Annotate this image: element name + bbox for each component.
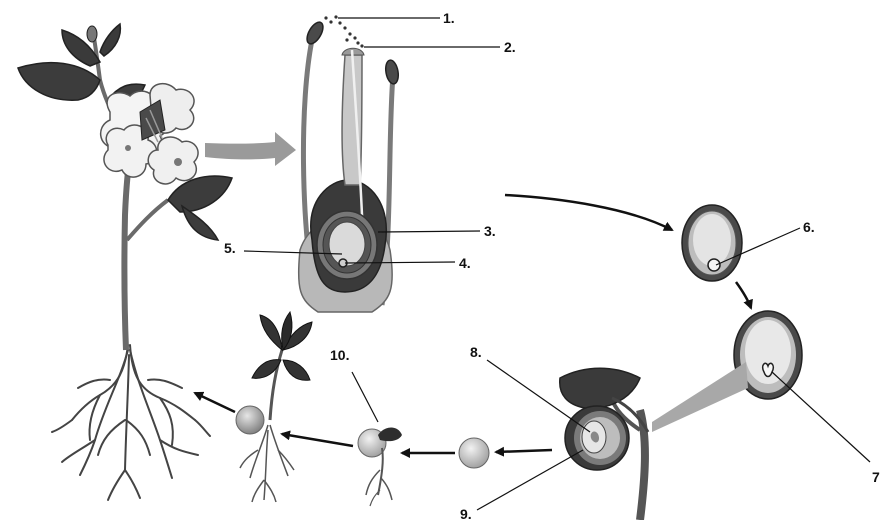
- leaf: [260, 315, 282, 350]
- embryo-sac: [329, 222, 365, 266]
- arrow-ovule-to-seed: [736, 282, 751, 308]
- leaf: [283, 360, 310, 380]
- anther-right: [384, 59, 400, 85]
- arrow-fruit-to-seed: [496, 450, 552, 452]
- label-8: 8.: [470, 344, 482, 360]
- label-3: 3.: [484, 223, 496, 239]
- label-5: 5.: [224, 240, 236, 256]
- arrow-flower-to-section: [205, 132, 296, 166]
- arrow-seedling-to-plant: [195, 393, 235, 412]
- zoom-wedge: [652, 362, 748, 432]
- label-10: 10.: [330, 347, 349, 363]
- flowers: [101, 84, 198, 184]
- fertilized-ovule: [682, 205, 742, 281]
- label-6: 6.: [803, 219, 815, 235]
- leaf: [18, 63, 100, 101]
- arrow-germinating-to-seedling: [282, 434, 353, 446]
- seed: [459, 438, 489, 468]
- label-1: 1.: [443, 10, 455, 26]
- label-4: 4.: [459, 255, 471, 271]
- leader-10: [352, 372, 378, 422]
- leader-9: [477, 450, 583, 510]
- leaf: [182, 206, 218, 240]
- label-7: 7: [872, 469, 880, 485]
- anther-left: [304, 20, 326, 47]
- leader-7: [772, 372, 870, 462]
- leader-3: [378, 231, 480, 232]
- fruit-with-seed: [560, 368, 648, 520]
- seedling: [236, 312, 312, 502]
- leaf: [168, 176, 232, 212]
- mature-plant-roots: [52, 345, 210, 500]
- germinating-seed: [358, 428, 402, 507]
- flower-cross-section: [299, 15, 400, 312]
- leaf: [560, 368, 640, 408]
- label-2: 2.: [504, 39, 516, 55]
- pollen-grains: [324, 15, 363, 47]
- zygote: [708, 259, 720, 271]
- mature-plant: [18, 24, 232, 500]
- label-9: 9.: [460, 506, 472, 520]
- arrow-section-to-ovule: [505, 195, 672, 230]
- leaf: [100, 24, 120, 56]
